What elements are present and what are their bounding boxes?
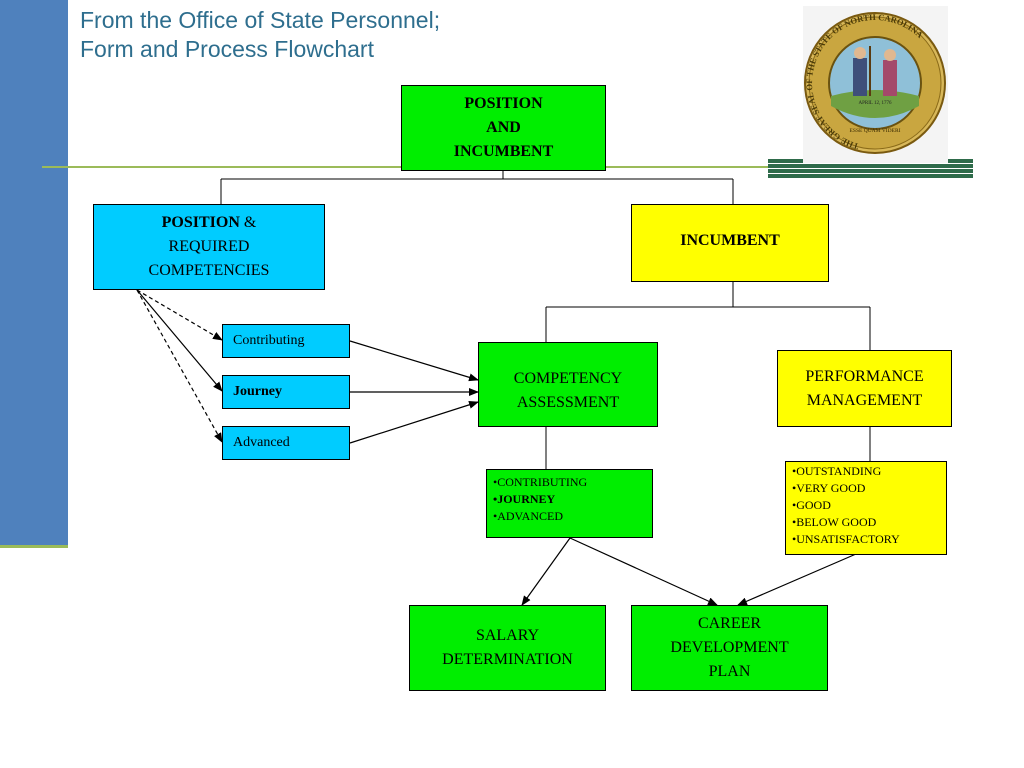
career-line-2: DEVELOPMENT: [670, 639, 789, 656]
career-line-1: CAREER: [697, 615, 762, 632]
salary-line-2: DETERMINATION: [442, 651, 573, 668]
arrow-performance-to-career: [737, 553, 857, 606]
list-item: •GOOD: [792, 498, 831, 512]
competency-line-2: ASSESSMENT: [516, 394, 620, 411]
level-advanced-label: Advanced: [233, 435, 290, 450]
incumbent-box: INCUMBENT: [631, 204, 829, 282]
level-contributing-box: Contributing: [222, 324, 350, 358]
competency-assessment-box: COMPETENCY ASSESSMENT: [478, 342, 658, 427]
list-item: •ADVANCED: [493, 509, 563, 523]
root-line-2: AND: [486, 119, 521, 136]
dashed-arrow-contributing: [136, 289, 223, 341]
position-bold-label: POSITION: [161, 214, 240, 231]
position-line-3: COMPETENCIES: [148, 262, 270, 279]
left-sidebar-bar: [0, 0, 68, 548]
list-item: •JOURNEY: [493, 492, 556, 506]
list-item: •CONTRIBUTING: [493, 475, 588, 489]
incumbent-tree-connector: [545, 282, 871, 350]
competency-line-1: COMPETENCY: [513, 370, 623, 387]
list-item: •UNSATISFACTORY: [792, 532, 900, 546]
performance-management-box: PERFORMANCE MANAGEMENT: [777, 350, 952, 427]
position-line-2: REQUIRED: [168, 238, 250, 255]
arrow-to-salary: [521, 537, 571, 606]
title-line-2: Form and Process Flowchart: [80, 36, 374, 62]
level-advanced-box: Advanced: [222, 426, 350, 460]
title-line-1: From the Office of State Personnel;: [80, 7, 441, 33]
position-competencies-box: POSITION & REQUIRED COMPETENCIES: [93, 204, 325, 290]
dashed-arrow-advanced: [136, 289, 223, 443]
seal-date: APRIL 12, 1776: [858, 101, 892, 106]
seal-motto: ESSE QUAM VIDERI: [850, 128, 901, 134]
level-journey-label: Journey: [233, 384, 282, 399]
level-journey-box: Journey: [222, 375, 350, 409]
list-item: •VERY GOOD: [792, 481, 866, 495]
list-item: •BELOW GOOD: [792, 515, 877, 529]
competency-levels-list: •CONTRIBUTING •JOURNEY •ADVANCED: [486, 469, 653, 538]
performance-line-1: PERFORMANCE: [805, 367, 924, 385]
root-line-1: POSITION: [464, 95, 543, 112]
arrow-competency-to-career: [569, 537, 718, 606]
position-and-incumbent-box: POSITION AND INCUMBENT: [401, 85, 606, 171]
list-item: •OUTSTANDING: [792, 464, 882, 478]
arrow-advanced-to-competency: [349, 400, 479, 444]
salary-determination-box: SALARY DETERMINATION: [409, 605, 606, 691]
nc-state-seal-icon: APRIL 12, 1776 THE GREAT SEAL OF THE STA…: [804, 12, 946, 154]
career-development-plan-box: CAREER DEVELOPMENT PLAN: [631, 605, 828, 691]
performance-line-2: MANAGEMENT: [806, 391, 923, 409]
level-contributing-label: Contributing: [233, 333, 305, 348]
arrow-contributing-to-competency: [349, 340, 479, 382]
root-tree-connector: [220, 171, 734, 205]
solid-arrow-journey: [136, 289, 223, 392]
slide-title: From the Office of State Personnel; Form…: [80, 6, 440, 64]
incumbent-label: INCUMBENT: [680, 232, 780, 249]
performance-ratings-list: •OUTSTANDING •VERY GOOD •GOOD •BELOW GOO…: [785, 461, 947, 555]
position-ampersand: &: [239, 214, 257, 231]
career-line-3: PLAN: [708, 663, 751, 680]
salary-line-1: SALARY: [475, 627, 540, 644]
root-line-3: INCUMBENT: [453, 143, 554, 160]
